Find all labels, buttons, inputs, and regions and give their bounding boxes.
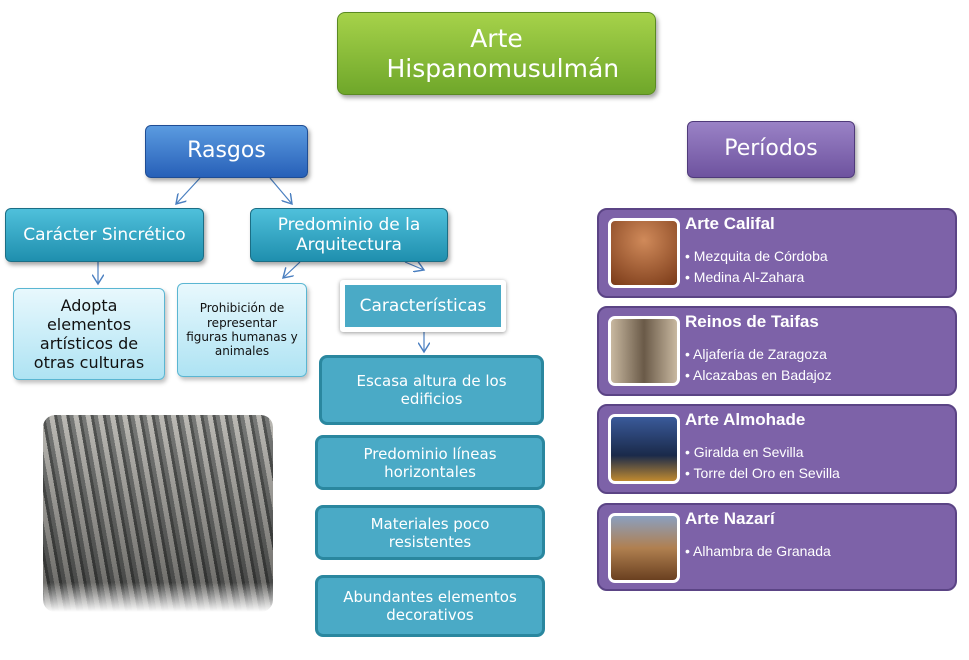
characteristic-item: Abundantes elementos decorativos bbox=[315, 575, 545, 637]
item-text: Materiales poco resistentes bbox=[370, 514, 490, 551]
rasgos-box: Rasgos bbox=[145, 125, 308, 178]
giralda-thumbnail bbox=[608, 414, 680, 484]
characteristic-item: Materiales poco resistentes bbox=[315, 505, 545, 560]
period-title: Arte Califal bbox=[685, 214, 775, 233]
prohibicion-label: Prohibición de representar figuras human… bbox=[186, 301, 298, 359]
period-item: Aljafería de Zaragoza bbox=[685, 344, 832, 365]
item-text: Abundantes elementos decorativos bbox=[343, 588, 517, 624]
period-item: Torre del Oro en Sevilla bbox=[685, 463, 840, 484]
characteristic-item: Predominio líneas horizontales bbox=[315, 435, 545, 490]
title-text: Arte Hispanomusulmán bbox=[386, 23, 620, 83]
item-text: Predominio líneas horizontales bbox=[363, 444, 497, 481]
period-card: Arte Nazarí Alhambra de Granada bbox=[597, 503, 957, 591]
caracteristicas-box: Características bbox=[340, 280, 506, 332]
title-box: Arte Hispanomusulmán bbox=[337, 12, 656, 95]
periodos-label: Períodos bbox=[724, 136, 818, 162]
period-item: Giralda en Sevilla bbox=[685, 442, 840, 463]
period-title: Arte Almohade bbox=[685, 410, 806, 429]
mezquita-thumbnail bbox=[608, 218, 680, 288]
period-item: Medina Al-Zahara bbox=[685, 267, 828, 288]
caracter-label: Carácter Sincrético bbox=[23, 224, 186, 245]
period-card: Arte Almohade Giralda en SevillaTorre de… bbox=[597, 404, 957, 494]
period-item: Alcazabas en Badajoz bbox=[685, 365, 832, 386]
arabesque-photo bbox=[43, 415, 273, 612]
period-card: Arte Califal Mezquita de CórdobaMedina A… bbox=[597, 208, 957, 298]
predominio-label: Predominio de la Arquitectura bbox=[277, 214, 421, 255]
periodos-box: Períodos bbox=[687, 121, 855, 178]
item-text: Escasa altura de los edificios bbox=[356, 372, 507, 408]
prohibicion-box: Prohibición de representar figuras human… bbox=[177, 283, 307, 377]
adopta-label: Adopta elementos artísticos de otras cul… bbox=[33, 295, 145, 373]
period-item: Alhambra de Granada bbox=[685, 541, 831, 562]
aljaferia-thumbnail bbox=[608, 316, 680, 386]
period-title: Arte Nazarí bbox=[685, 509, 775, 528]
period-title: Reinos de Taifas bbox=[685, 312, 819, 331]
characteristic-item: Escasa altura de los edificios bbox=[319, 355, 544, 425]
adopta-box: Adopta elementos artísticos de otras cul… bbox=[13, 288, 165, 380]
period-card: Reinos de Taifas Aljafería de ZaragozaAl… bbox=[597, 306, 957, 396]
period-item: Mezquita de Córdoba bbox=[685, 246, 828, 267]
predominio-arquitectura-box: Predominio de la Arquitectura bbox=[250, 208, 448, 262]
caracter-sincretico-box: Carácter Sincrético bbox=[5, 208, 204, 262]
rasgos-label: Rasgos bbox=[187, 138, 266, 164]
alhambra-thumbnail bbox=[608, 513, 680, 583]
caracteristicas-label: Características bbox=[359, 295, 487, 316]
